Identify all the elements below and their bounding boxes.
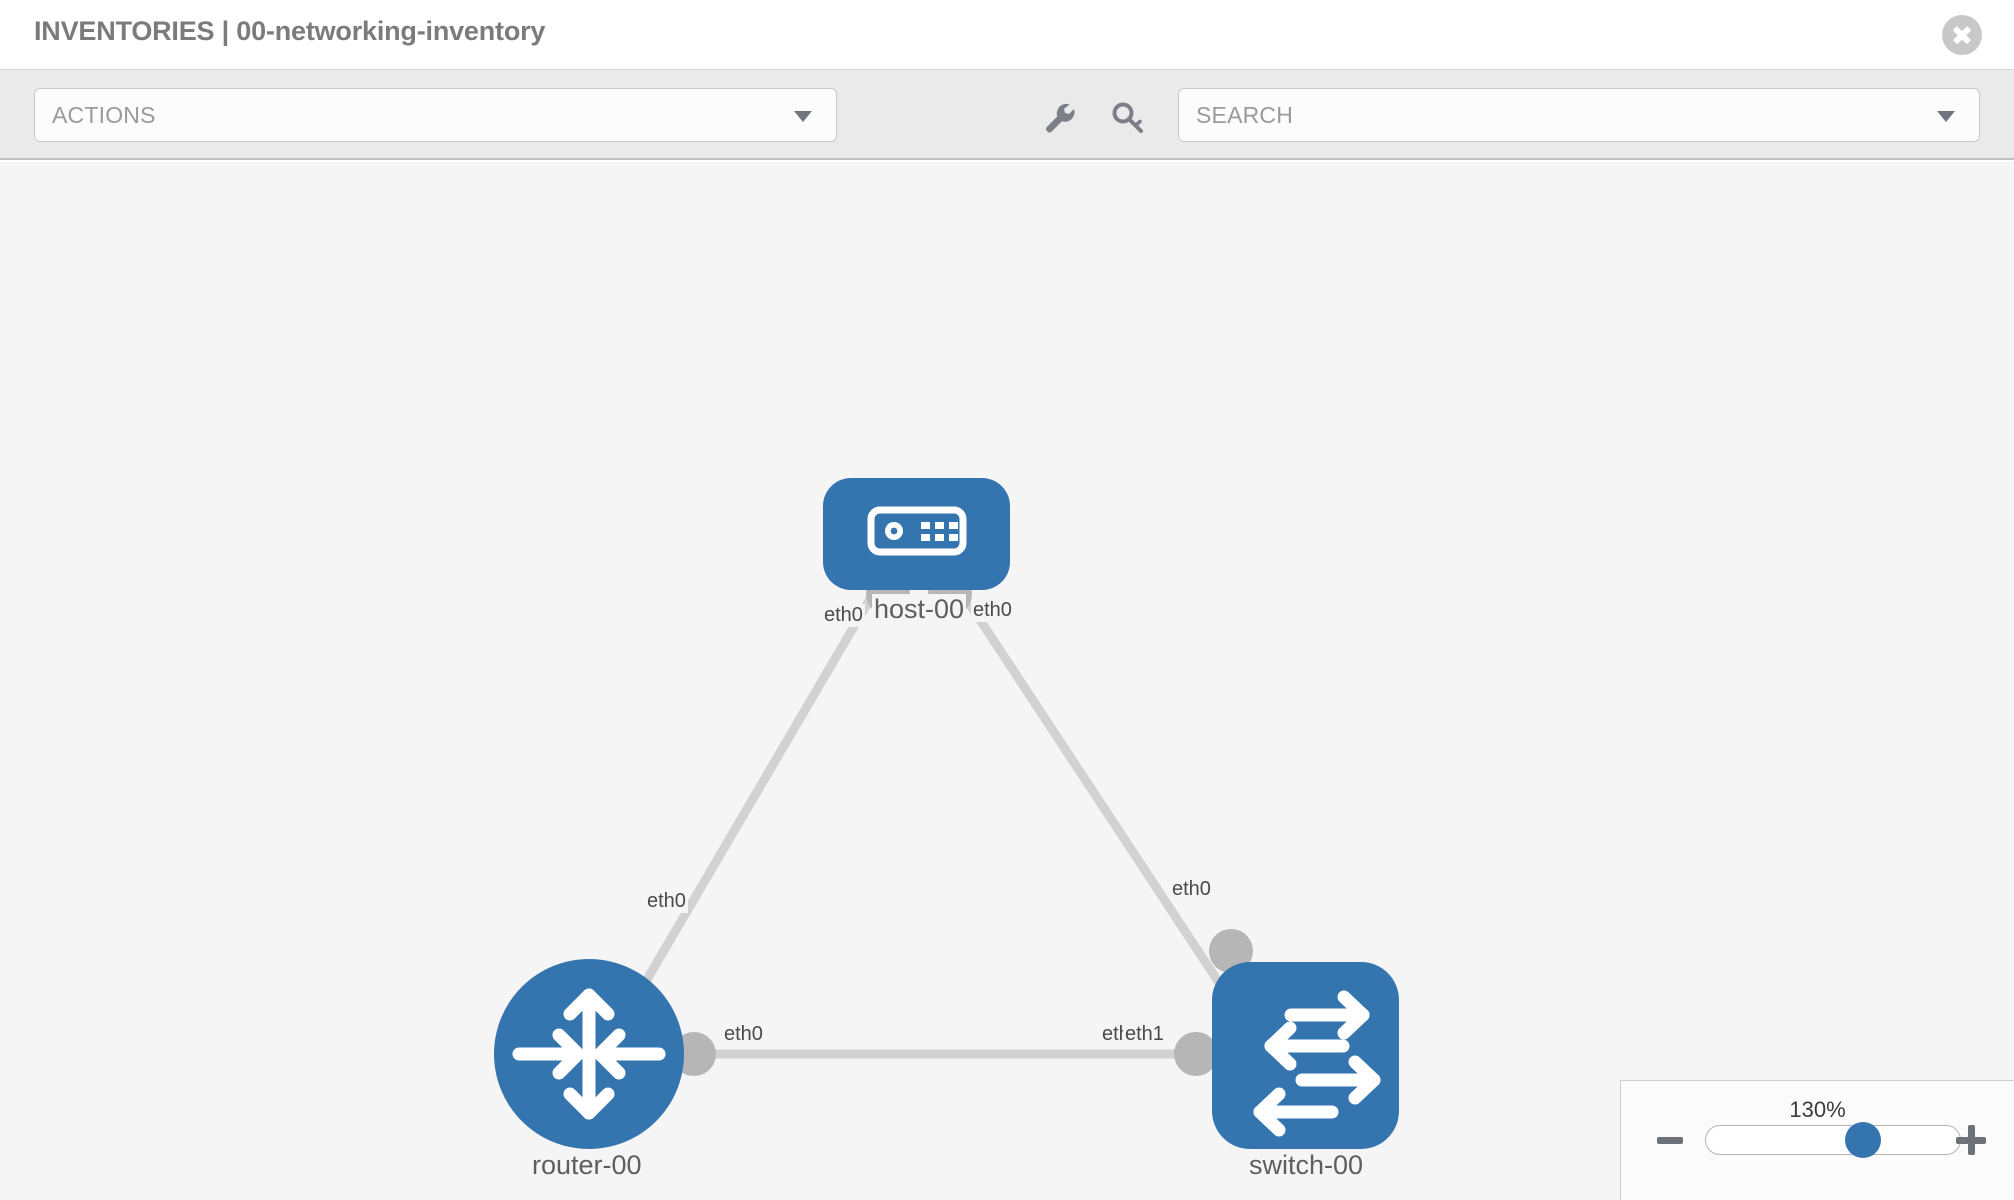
zoom-slider-track[interactable] [1705, 1122, 1961, 1158]
iface-label: eth0 [1170, 878, 1213, 901]
page-title: INVENTORIES | 00-networking-inventory [34, 16, 546, 46]
plus-icon-vertical [1968, 1125, 1975, 1155]
node-label-router-00: router-00 [530, 1150, 644, 1181]
iface-label: eth1 [1123, 1023, 1166, 1046]
actions-dropdown[interactable]: ACTIONS [34, 88, 837, 142]
port-switch00-top [1209, 929, 1253, 973]
zoom-slider-thumb[interactable] [1845, 1122, 1882, 1158]
topology-canvas[interactable]: eth0 eth0 eth0 eth0 eth0 eth0 eth1 host-… [0, 162, 2014, 1200]
node-router-00[interactable] [494, 959, 684, 1149]
port-switch00-left [1174, 1032, 1218, 1076]
plus-icon[interactable] [1956, 1125, 1986, 1155]
wrench-icon[interactable] [1040, 98, 1080, 138]
search-input[interactable]: SEARCH [1178, 88, 1980, 142]
search-placeholder: SEARCH [1196, 102, 1294, 128]
router-arrows-icon [512, 988, 666, 1120]
actions-dropdown-label: ACTIONS [52, 102, 156, 128]
iface-label: eth0 [645, 890, 688, 913]
server-icon [867, 506, 967, 556]
node-switch-00[interactable] [1212, 962, 1399, 1149]
chevron-down-icon [794, 111, 812, 122]
key-icon[interactable] [1108, 98, 1148, 138]
switch-arrows-icon [1253, 990, 1381, 1137]
iface-label: eth0 [722, 1023, 765, 1046]
link-host00-router00 [621, 579, 884, 1020]
node-label-switch-00: switch-00 [1247, 1150, 1366, 1181]
toolbar: ACTIONS SEARCH [0, 70, 2014, 160]
zoom-control: 130% [1620, 1080, 2014, 1200]
chevron-down-icon[interactable] [1937, 111, 1955, 122]
zoom-percent-label: 130% [1789, 1097, 1846, 1122]
iface-label: eth0 [971, 599, 1014, 622]
iface-label: eth0 [822, 604, 865, 627]
topology-ports [672, 572, 1253, 1076]
topology-links [621, 579, 1239, 1059]
minus-icon[interactable] [1657, 1137, 1683, 1144]
node-host-00[interactable] [823, 478, 1010, 590]
close-icon[interactable] [1942, 15, 1982, 55]
page-header: INVENTORIES | 00-networking-inventory [0, 0, 2014, 70]
node-label-host-00: host-00 [872, 594, 967, 625]
topology-graph [494, 478, 1399, 1149]
link-host00-switch00 [951, 579, 1239, 1010]
